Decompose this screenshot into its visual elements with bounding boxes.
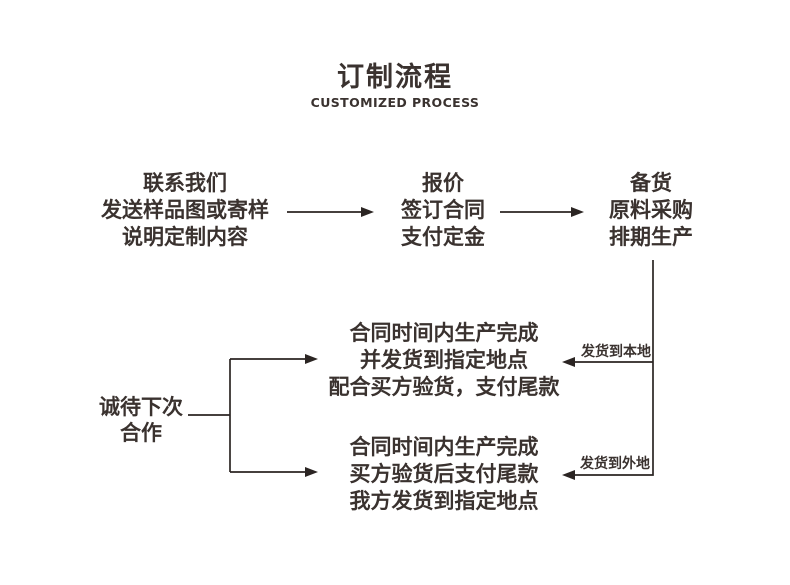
page-subtitle: CUSTOMIZED PROCESS: [310, 95, 480, 110]
step-quote-line: 报价: [422, 171, 464, 195]
step-contact-line: 联系我们: [143, 171, 227, 195]
step-contact-line: 说明定制内容: [122, 225, 248, 249]
ship-local-label: 发货到本地: [581, 344, 651, 360]
closing-note: 诚待下次 合作: [61, 394, 221, 446]
branch-remote-delivery: 合同时间内生产完成 买方验货后支付尾款 我方发货到指定地点: [318, 434, 570, 515]
branch-local-line: 合同时间内生产完成: [349, 321, 539, 345]
step-quote-line: 支付定金: [401, 225, 485, 249]
branch-remote-line: 买方验货后支付尾款: [349, 462, 539, 486]
branch-local-delivery: 合同时间内生产完成 并发货到指定地点 配合买方验货，支付尾款: [318, 320, 570, 401]
step-stock-up-line: 备货: [630, 171, 672, 195]
page-title: 订制流程: [337, 62, 453, 93]
step-quote: 报价 签订合同 支付定金: [333, 170, 553, 251]
branch-remote-line: 合同时间内生产完成: [349, 435, 539, 459]
branch-remote-line: 我方发货到指定地点: [349, 489, 539, 513]
branch-local-line: 配合买方验货，支付尾款: [328, 375, 560, 399]
arrow-stockup-to-remote-branch: [562, 260, 654, 480]
step-stock-up-line: 原料采购: [609, 198, 693, 222]
step-contact-line: 发送样品图或寄样: [101, 198, 269, 222]
step-contact: 联系我们 发送样品图或寄样 说明定制内容: [55, 170, 315, 251]
closing-note-line: 合作: [120, 421, 162, 445]
branch-local-line: 并发货到指定地点: [360, 348, 528, 372]
closing-note-line: 诚待下次: [99, 395, 183, 419]
step-quote-line: 签订合同: [401, 198, 485, 222]
step-stock-up: 备货 原料采购 排期生产: [541, 170, 761, 251]
ship-remote-label: 发货到外地: [580, 456, 650, 472]
step-stock-up-line: 排期生产: [609, 225, 693, 249]
